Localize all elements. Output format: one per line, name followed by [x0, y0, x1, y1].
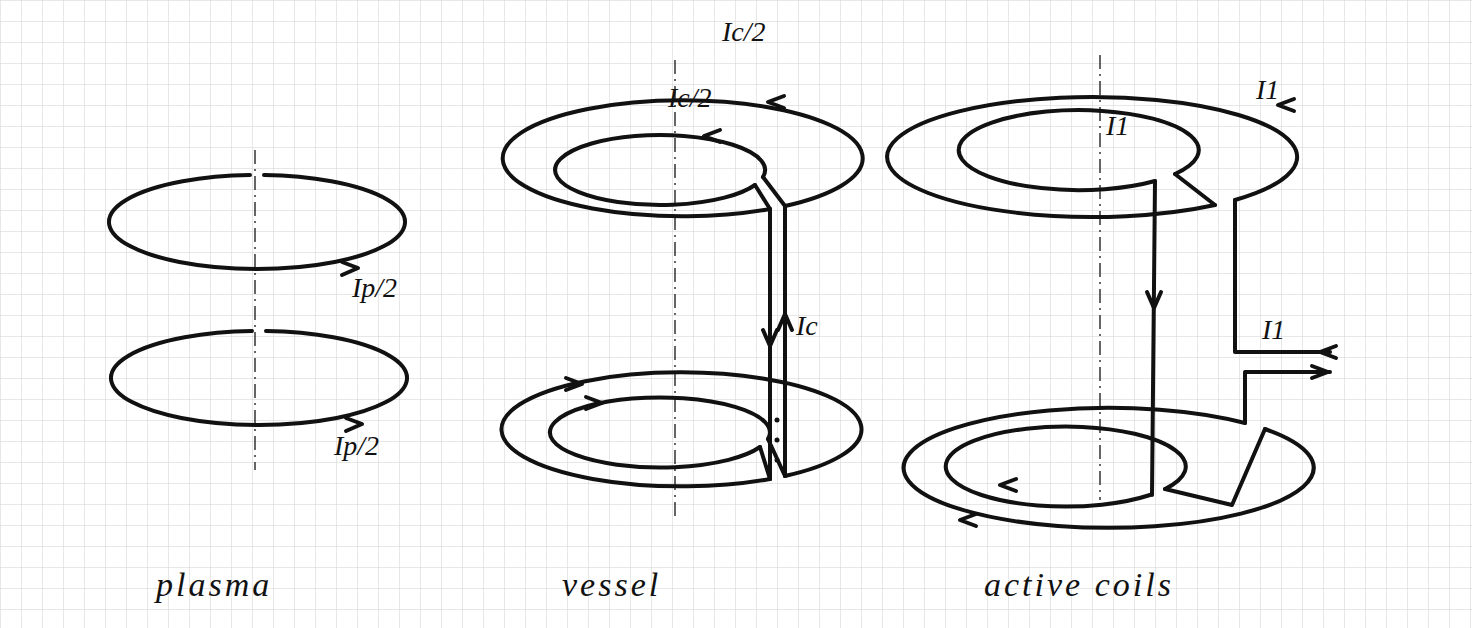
plasma-rings: [109, 175, 407, 431]
current-label: Ip/2: [352, 274, 397, 302]
caption-label: active coils: [984, 568, 1174, 602]
vessel-shell: [501, 96, 862, 486]
vessel-dots: [775, 418, 780, 463]
current-label: I1: [1262, 316, 1285, 344]
caption-label: vessel: [562, 568, 661, 602]
current-label: Ip/2: [334, 432, 379, 460]
current-label: Ic/2: [722, 18, 766, 46]
current-label: I1: [1256, 76, 1279, 104]
current-label: I1: [1106, 112, 1129, 140]
current-label: Ic/2: [668, 84, 712, 112]
active-coil-windings: [887, 97, 1336, 528]
caption-label: plasma: [156, 568, 272, 602]
current-label: Ic: [796, 312, 818, 340]
axis-lines: [255, 55, 1100, 520]
